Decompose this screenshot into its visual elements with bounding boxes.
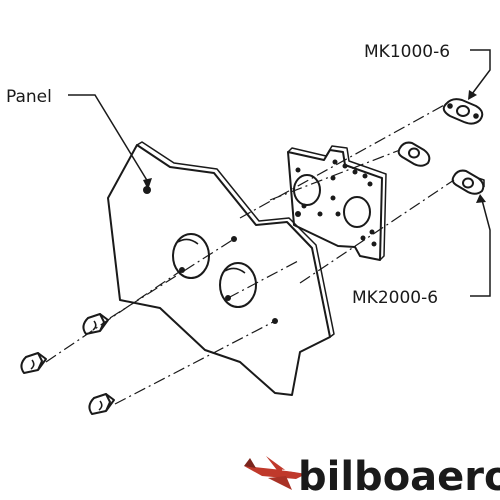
mk1000-label: MK1000-6 (364, 42, 450, 62)
bracket-hole-left (293, 174, 321, 206)
assembly-centerlines (45, 103, 455, 405)
screw (20, 352, 47, 374)
mk2000-leader (470, 199, 491, 297)
bracket-rivets (295, 159, 377, 247)
panel-small-hole (143, 186, 151, 194)
brand-wordmark: bilboaero (298, 454, 500, 500)
panel-hole-left (172, 233, 210, 279)
panel-edge (136, 141, 335, 338)
screw (88, 393, 115, 415)
mounting-bracket (287, 145, 387, 261)
mk2000-nutplate-part (451, 169, 485, 195)
brand-logo: bilboaero (244, 454, 500, 500)
panel-plate (107, 141, 335, 396)
panel-leader (68, 94, 149, 183)
airplane-icon (244, 456, 306, 490)
mid-nutplate-part (397, 141, 431, 167)
mk1000-nutplate-part (442, 98, 484, 125)
screw (82, 313, 109, 335)
bracket-hole-right (343, 196, 371, 228)
leader-lines (68, 49, 491, 297)
panel-screw-hole (231, 236, 237, 242)
panel-hole-right (219, 262, 257, 308)
mk2000-label: MK2000-6 (352, 288, 438, 308)
leader-arrowheads (143, 90, 486, 203)
panel-label: Panel (6, 87, 52, 107)
panel-outline (107, 144, 331, 396)
mk1000-leader (470, 49, 491, 95)
bracket-edge (287, 145, 387, 261)
